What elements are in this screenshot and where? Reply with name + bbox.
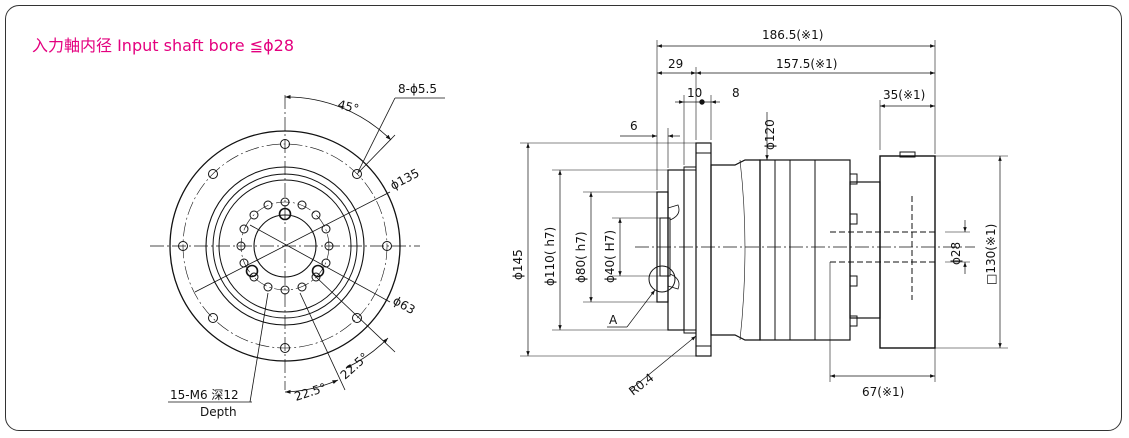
detail-a-label: A [609,313,618,327]
dim-157-label: 157.5(※1) [776,57,837,71]
drawing-frame [5,5,1122,431]
overall-length-label: 186.5(※1) [762,28,823,42]
dim-8-label: 8 [732,86,740,100]
dim-35-label: 35(※1) [883,88,925,102]
dia-80-label: ϕ80( h7) [574,231,588,283]
side-view [520,40,1008,391]
dia-135-label: ϕ135 [388,166,422,193]
dia-28-label: ϕ28 [949,242,963,265]
dia-110-label: ϕ110( h7) [543,227,557,286]
input-shaft-bore-title: 入力軸内径 Input shaft bore ≦ϕ28 [32,36,295,55]
angle-45-label: 45° [336,97,360,116]
dim-6-label: 6 [630,119,638,133]
square-130-label: □130(※1) [984,224,998,285]
inner-tapped-holes [236,197,334,295]
dim-29-label: 29 [668,57,683,71]
angle-22-5-bottom-label: 22.5° [293,380,328,403]
dim-67-label: 67(※1) [862,385,904,399]
radius-label: R0.4 [626,370,656,398]
dia-120-label: ϕ120 [763,119,777,150]
outer-bolt-holes [178,139,392,353]
tap-depth-label: Depth [200,405,237,419]
dia-145-label: ϕ145 [511,249,525,280]
dia-63-label: ϕ63 [391,293,418,317]
tap-holes-label: 15-M6 深12 [170,388,239,402]
holes-8-label: 8-ϕ5.5 [398,82,437,96]
dia-40-label: ϕ40( H7) [603,230,617,283]
angle-22-5-right-label: 22.5° [338,350,372,382]
front-view [150,94,445,403]
dim-10-label: 10 [687,86,702,100]
